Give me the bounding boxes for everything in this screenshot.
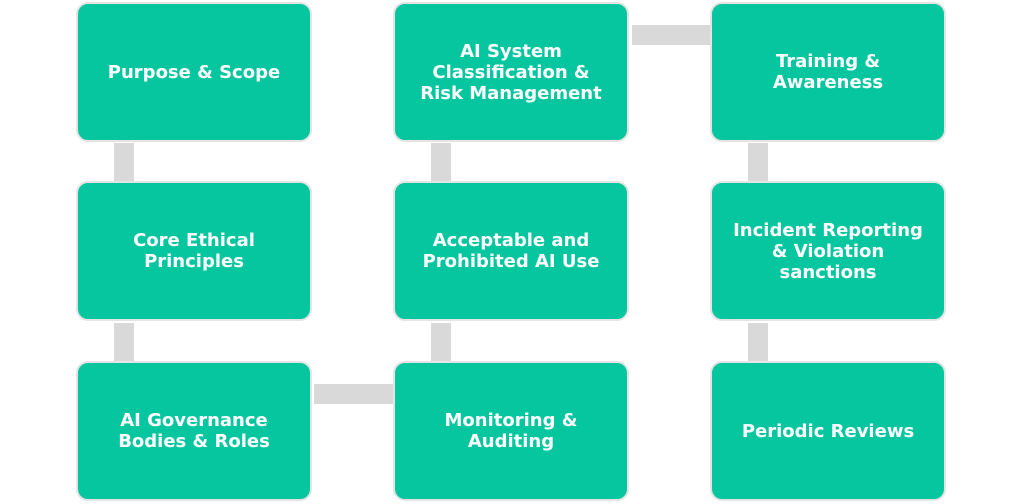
step-label: Acceptable and Prohibited AI Use <box>422 230 600 272</box>
step-label: Training & Awareness <box>772 51 884 93</box>
step-label: AI System Classification & Risk Manageme… <box>420 40 602 104</box>
step-label: Monitoring & Auditing <box>444 410 578 452</box>
step-training-awareness: Training & Awareness <box>710 2 946 142</box>
step-core-ethical-principles: Core Ethical Principles <box>76 181 312 321</box>
connector-ethics-to-governance <box>114 323 134 361</box>
step-governance-bodies-roles: AI Governance Bodies & Roles <box>76 361 312 501</box>
step-monitoring-auditing: Monitoring & Auditing <box>393 361 629 501</box>
step-label: Purpose & Scope <box>107 61 281 83</box>
connector-incident-to-reviews <box>748 323 768 361</box>
step-purpose-scope: Purpose & Scope <box>76 2 312 142</box>
step-label: AI Governance Bodies & Roles <box>118 410 270 452</box>
connector-acceptable-use-to-classification <box>431 143 451 181</box>
step-label: Incident Reporting & Violation sanctions <box>733 219 923 283</box>
step-periodic-reviews: Periodic Reviews <box>710 361 946 501</box>
step-incident-reporting: Incident Reporting & Violation sanctions <box>710 181 946 321</box>
connector-governance-to-monitoring <box>314 384 394 404</box>
connector-monitoring-to-acceptable-use <box>431 323 451 361</box>
connector-classification-to-training <box>632 25 712 45</box>
step-classification-risk: AI System Classification & Risk Manageme… <box>393 2 629 142</box>
step-acceptable-prohibited-use: Acceptable and Prohibited AI Use <box>393 181 629 321</box>
connector-purpose-to-ethics <box>114 143 134 181</box>
connector-training-to-incident <box>748 143 768 181</box>
step-label: Core Ethical Principles <box>133 230 255 272</box>
step-label: Periodic Reviews <box>741 420 915 442</box>
